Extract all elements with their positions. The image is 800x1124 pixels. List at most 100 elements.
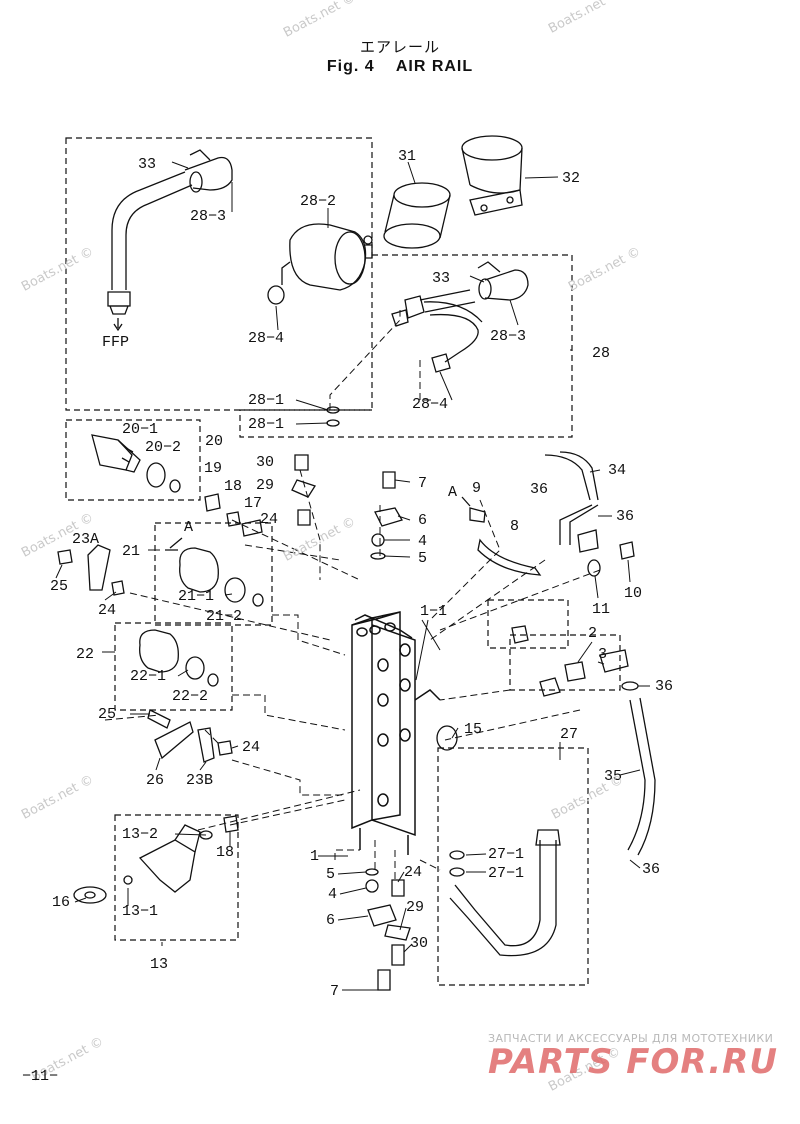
regulator-21 [165,537,264,607]
small-fittings [57,454,639,833]
part-label-28-4: 28−4 [412,396,448,413]
part-label-6: 6 [326,912,335,929]
part-label-27-1: 27−1 [488,846,524,863]
part-label-7: 7 [418,475,427,492]
part-label-8: 8 [510,518,519,535]
part-label-34: 34 [608,462,626,479]
part-label-4: 4 [328,886,337,903]
part-label-9: 9 [472,480,481,497]
part-13-valve [73,824,213,904]
part-label-16: 16 [52,894,70,911]
part-label-26: 26 [146,772,164,789]
fuel-filter-box-28 [239,254,573,438]
part-label-21-1: 21−1 [178,588,214,605]
part-label-36: 36 [642,861,660,878]
part-label-15: 15 [464,721,482,738]
part-label-13: 13 [150,956,168,973]
part-label-28-1: 28−1 [248,392,284,409]
box-13 [114,814,239,941]
fuel-hose-assembly-box [65,137,373,411]
part-label-28-2: 28−2 [300,193,336,210]
part-label-29: 29 [406,899,424,916]
part-label-1-1: 1−1 [420,603,447,620]
part-label-28-4: 28−4 [248,330,284,347]
part-label-36: 36 [530,481,548,498]
part-label-18: 18 [224,478,242,495]
brackets [87,544,215,763]
page-title: Fig. 4 AIR RAIL [326,58,474,75]
sleeve-31-bracket-32 [383,135,523,249]
fuel-hose-left [107,149,233,332]
part-label-27-1: 27−1 [488,865,524,882]
part-label-28: 28 [592,345,610,362]
lower-fittings [365,868,411,991]
part-label-13-2: 13−2 [122,826,158,843]
box-pipe-2-3 [509,634,621,691]
part-label-25: 25 [98,706,116,723]
part-label-6: 6 [418,512,427,529]
part-label-18: 18 [216,844,234,861]
part-label-36: 36 [616,508,634,525]
page-title-japanese: エアレール [359,38,440,56]
assembly-boxes [65,137,621,986]
part-label-36: 36 [655,678,673,695]
part-label-31: 31 [398,148,416,165]
label-leaders [55,161,650,991]
part-label-21-2: 21−2 [206,608,242,625]
part-label-20: 20 [205,433,223,450]
part-label-1: 1 [310,848,319,865]
part-label-32: 32 [562,170,580,187]
part-label-23b: 23B [186,772,213,789]
box-21 [154,522,273,626]
part-label-arrow-a: A [448,484,457,501]
part-label-3: 3 [598,646,607,663]
part-label-13-1: 13−1 [122,903,158,920]
part-label-20-2: 20−2 [145,439,181,456]
part-label-7: 7 [330,983,339,1000]
part-label-28-3: 28−3 [490,328,526,345]
part-label-19: 19 [204,460,222,477]
partsfor-tagline: ЗАПЧАСТИ И АКСЕССУАРЫ ДЛЯ МОТОТЕХНИКИ [488,1032,774,1045]
hoses [544,451,656,856]
part-label-11: 11 [592,601,610,618]
air-rail-body [351,611,441,855]
part-label-ffp: FFP [102,334,129,351]
part-label-10: 10 [624,585,642,602]
part-label-30: 30 [256,454,274,471]
partsfor-logo: PARTS FOR.RU [488,1042,778,1082]
part-label-24: 24 [404,864,422,881]
part-label-33: 33 [432,270,450,287]
part-label-23a: 23A [72,531,99,548]
part-label-22-1: 22−1 [130,668,166,685]
part-label-22: 22 [76,646,94,663]
part-label-24: 24 [242,739,260,756]
part-label-28-1: 28−1 [248,416,284,433]
fuel-filter [267,223,373,305]
part-label-25: 25 [50,578,68,595]
fuel-pipe-right [391,261,529,373]
part-label-30: 30 [410,935,428,952]
part-label-29: 29 [256,477,274,494]
box-22 [114,622,233,711]
part-label-5: 5 [326,866,335,883]
part-label-2: 2 [588,625,597,642]
regulator-22 [139,629,219,687]
part-label-24: 24 [98,602,116,619]
part-label-33: 33 [138,156,156,173]
part-label-arrow-a: A [184,519,193,536]
page-number: −11− [22,1068,59,1085]
part-label-21: 21 [122,543,140,560]
part-label-4: 4 [418,533,427,550]
part-label-5: 5 [418,550,427,567]
box-section-s [487,599,569,649]
part-label-28-3: 28−3 [190,208,226,225]
part-label-20-1: 20−1 [122,421,158,438]
part-label-22-2: 22−2 [172,688,208,705]
part-20-valve [91,434,181,493]
pipe-27 [449,829,561,957]
box-20 [65,419,201,501]
part-label-17: 17 [244,495,262,512]
part-labels: 33 28−3 FFP 28−2 28−4 31 32 33 28−3 28 2… [50,148,673,1000]
part-label-27: 27 [560,726,578,743]
